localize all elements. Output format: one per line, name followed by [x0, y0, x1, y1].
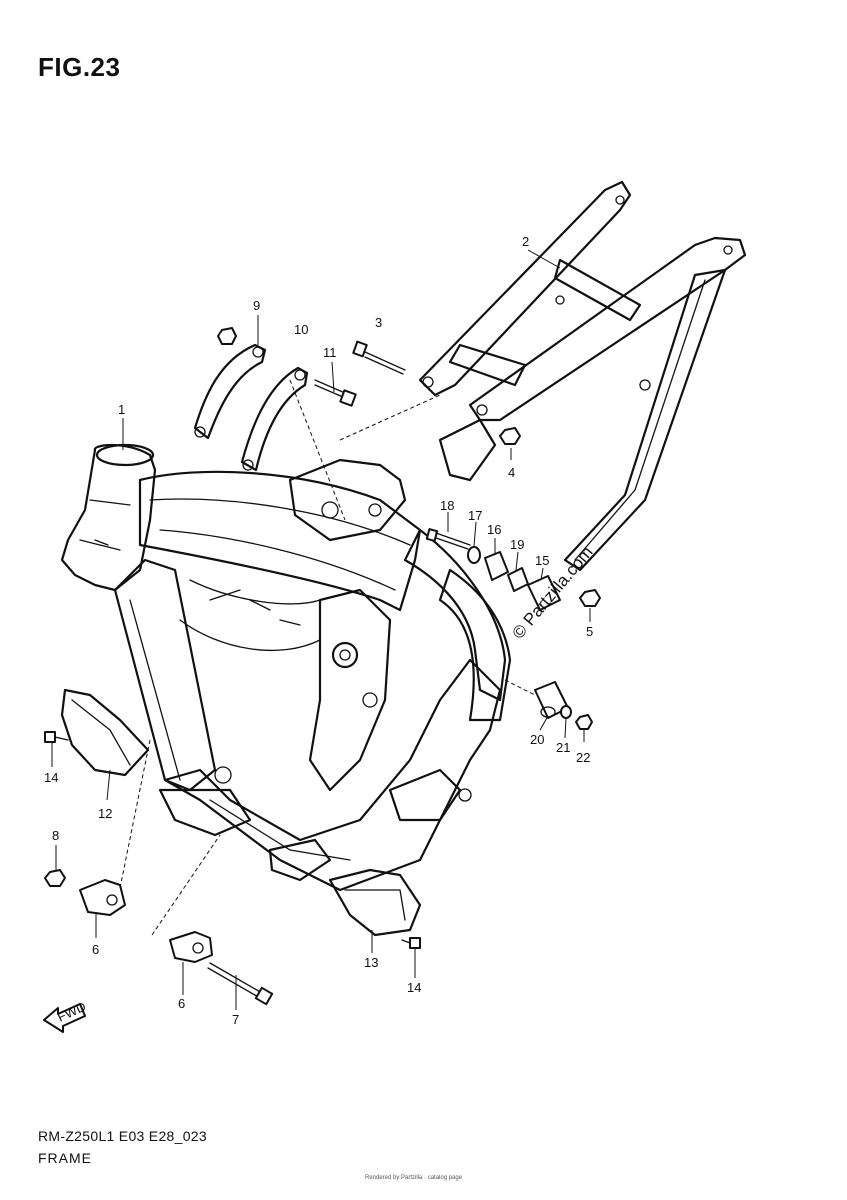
bolt-3[interactable]	[352, 340, 406, 375]
diagram-code: RM-Z250L1 E03 E28_023	[38, 1128, 207, 1144]
nut-8[interactable]	[44, 869, 66, 887]
bolt-11[interactable]	[314, 379, 357, 407]
diagram-name: FRAME	[38, 1150, 92, 1166]
callout-17: 17	[468, 508, 482, 523]
callout-19: 19	[510, 537, 524, 552]
washer-17[interactable]	[467, 546, 481, 564]
callout-14-left: 14	[44, 770, 58, 785]
bolt-18[interactable]	[425, 528, 471, 550]
callout-12: 12	[98, 806, 112, 821]
washer-21[interactable]	[560, 705, 572, 719]
nut-5[interactable]	[579, 589, 601, 607]
callout-13: 13	[364, 955, 378, 970]
callout-15: 15	[535, 553, 549, 568]
figure-title: FIG.23	[38, 52, 121, 82]
collar-16[interactable]	[484, 551, 509, 581]
callout-4: 4	[508, 465, 515, 480]
callout-6-lower: 6	[178, 996, 185, 1011]
frame-guard-12[interactable]	[60, 688, 150, 777]
callout-labels: 1 2 3 4 5 6 6 7 8 9 10 11 12 13 14 14 15…	[44, 234, 593, 1027]
callout-6-upper: 6	[92, 942, 99, 957]
callout-18: 18	[440, 498, 454, 513]
bolt-7[interactable]	[207, 962, 274, 1006]
callout-3: 3	[375, 315, 382, 330]
main-frame[interactable]	[60, 443, 512, 892]
callout-22: 22	[576, 750, 590, 765]
engine-mount-bracket-9[interactable]	[193, 327, 267, 440]
callout-11: 11	[323, 345, 337, 360]
subframe-seat-rail[interactable]	[418, 180, 747, 572]
callout-20: 20	[530, 732, 544, 747]
nut-22[interactable]	[575, 714, 593, 730]
forward-arrow-icon: FWD	[43, 999, 88, 1033]
callout-1: 1	[118, 402, 125, 417]
callout-14-right: 14	[407, 980, 421, 995]
bracket-6-upper[interactable]	[79, 879, 126, 916]
nut-4[interactable]	[499, 427, 521, 445]
collar-19[interactable]	[507, 567, 529, 592]
leader-lines	[51, 249, 591, 1010]
callout-5: 5	[586, 624, 593, 639]
bracket-6-lower[interactable]	[169, 931, 213, 963]
callout-9: 9	[253, 298, 260, 313]
callout-8: 8	[52, 828, 59, 843]
callout-10: 10	[294, 322, 308, 337]
callout-7: 7	[232, 1012, 239, 1027]
screw-14-right[interactable]	[401, 937, 421, 949]
frame-guard-13[interactable]	[328, 868, 422, 937]
screw-14-left[interactable]	[44, 731, 69, 743]
callout-2: 2	[522, 234, 529, 249]
callout-16: 16	[487, 522, 501, 537]
engine-mount-bracket-10[interactable]	[240, 366, 309, 472]
callout-21: 21	[556, 740, 570, 755]
footer-small-print: Rendered by Partzilla · catalog page	[365, 1175, 463, 1181]
